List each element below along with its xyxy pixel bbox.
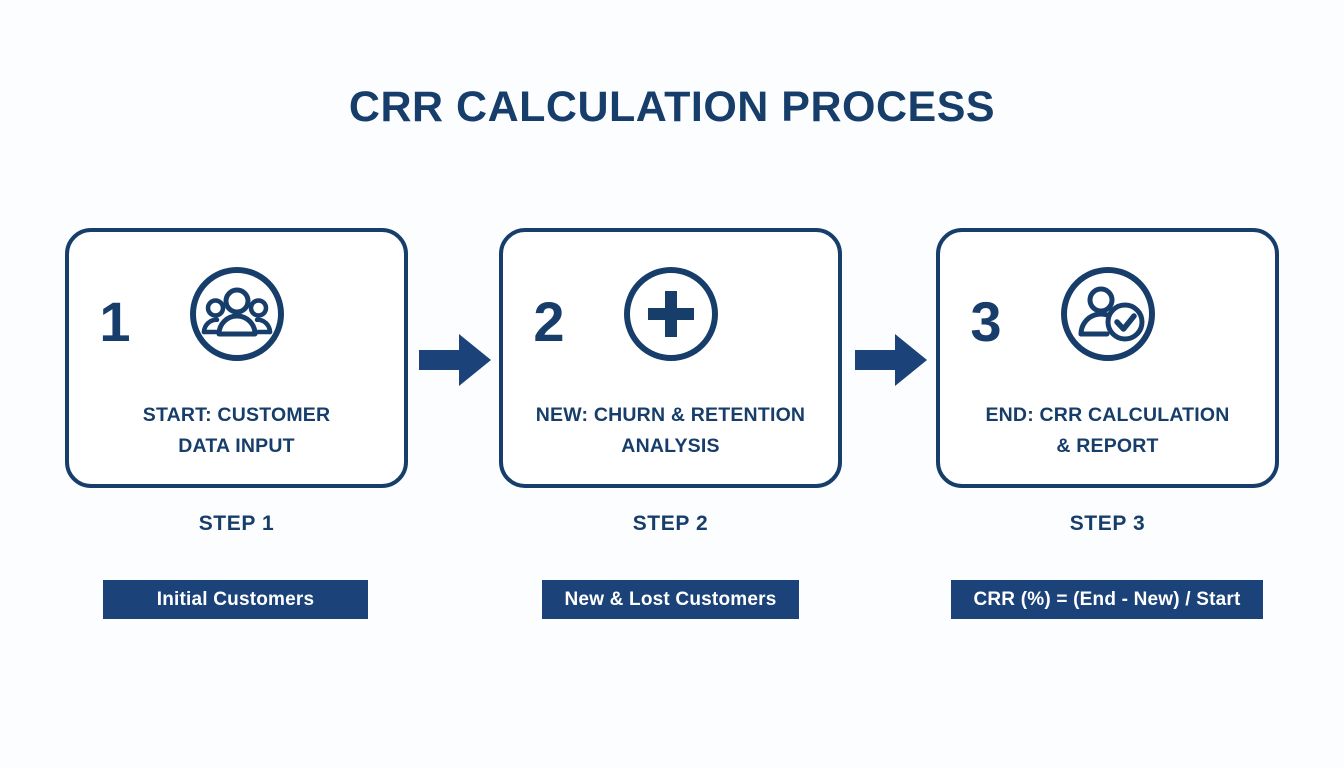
step-card-text-2: NEW: CHURN & RETENTION ANALYSIS — [513, 400, 828, 462]
step-card-3[interactable]: 3 END: CRR CALCULATION & REPORT — [936, 228, 1279, 488]
plus-circle-icon — [619, 262, 723, 366]
page-title: CRR CALCULATION PROCESS — [348, 83, 996, 131]
step-card-line-1b: DATA INPUT — [178, 435, 295, 457]
step-number-1: 1 — [99, 290, 131, 353]
step-card-line-1a: START: CUSTOMER — [142, 404, 331, 426]
value-bar-2: New & Lost Customers — [542, 580, 799, 619]
step-number-2: 2 — [533, 290, 565, 353]
arrow-right-1-icon — [419, 334, 491, 386]
step-card-text-3: END: CRR CALCULATION & REPORT — [950, 400, 1265, 462]
step-card-1[interactable]: 1 START: CUSTOMER DATA INPUT — [65, 228, 408, 488]
step-card-text-1: START: CUSTOMER DATA INPUT — [79, 400, 394, 462]
step-number-3: 3 — [970, 290, 1002, 353]
person-check-icon — [1056, 262, 1160, 366]
step-card-line-2b: ANALYSIS — [621, 435, 720, 457]
step-label-2: STEP 2 — [632, 512, 709, 535]
value-bar-1: Initial Customers — [103, 580, 368, 619]
step-label-1: STEP 1 — [198, 512, 275, 535]
step-card-line-3a: END: CRR CALCULATION — [985, 404, 1230, 426]
step-card-line-2a: NEW: CHURN & RETENTION — [535, 404, 806, 426]
step-card-line-3b: & REPORT — [1056, 435, 1159, 457]
arrow-right-2-icon — [855, 334, 927, 386]
step-label-3: STEP 3 — [1069, 512, 1146, 535]
value-bar-3: CRR (%) = (End - New) / Start — [951, 580, 1263, 619]
step-card-2[interactable]: 2 NEW: CHURN & RETENTION ANALYSIS — [499, 228, 842, 488]
people-group-icon — [185, 262, 289, 366]
